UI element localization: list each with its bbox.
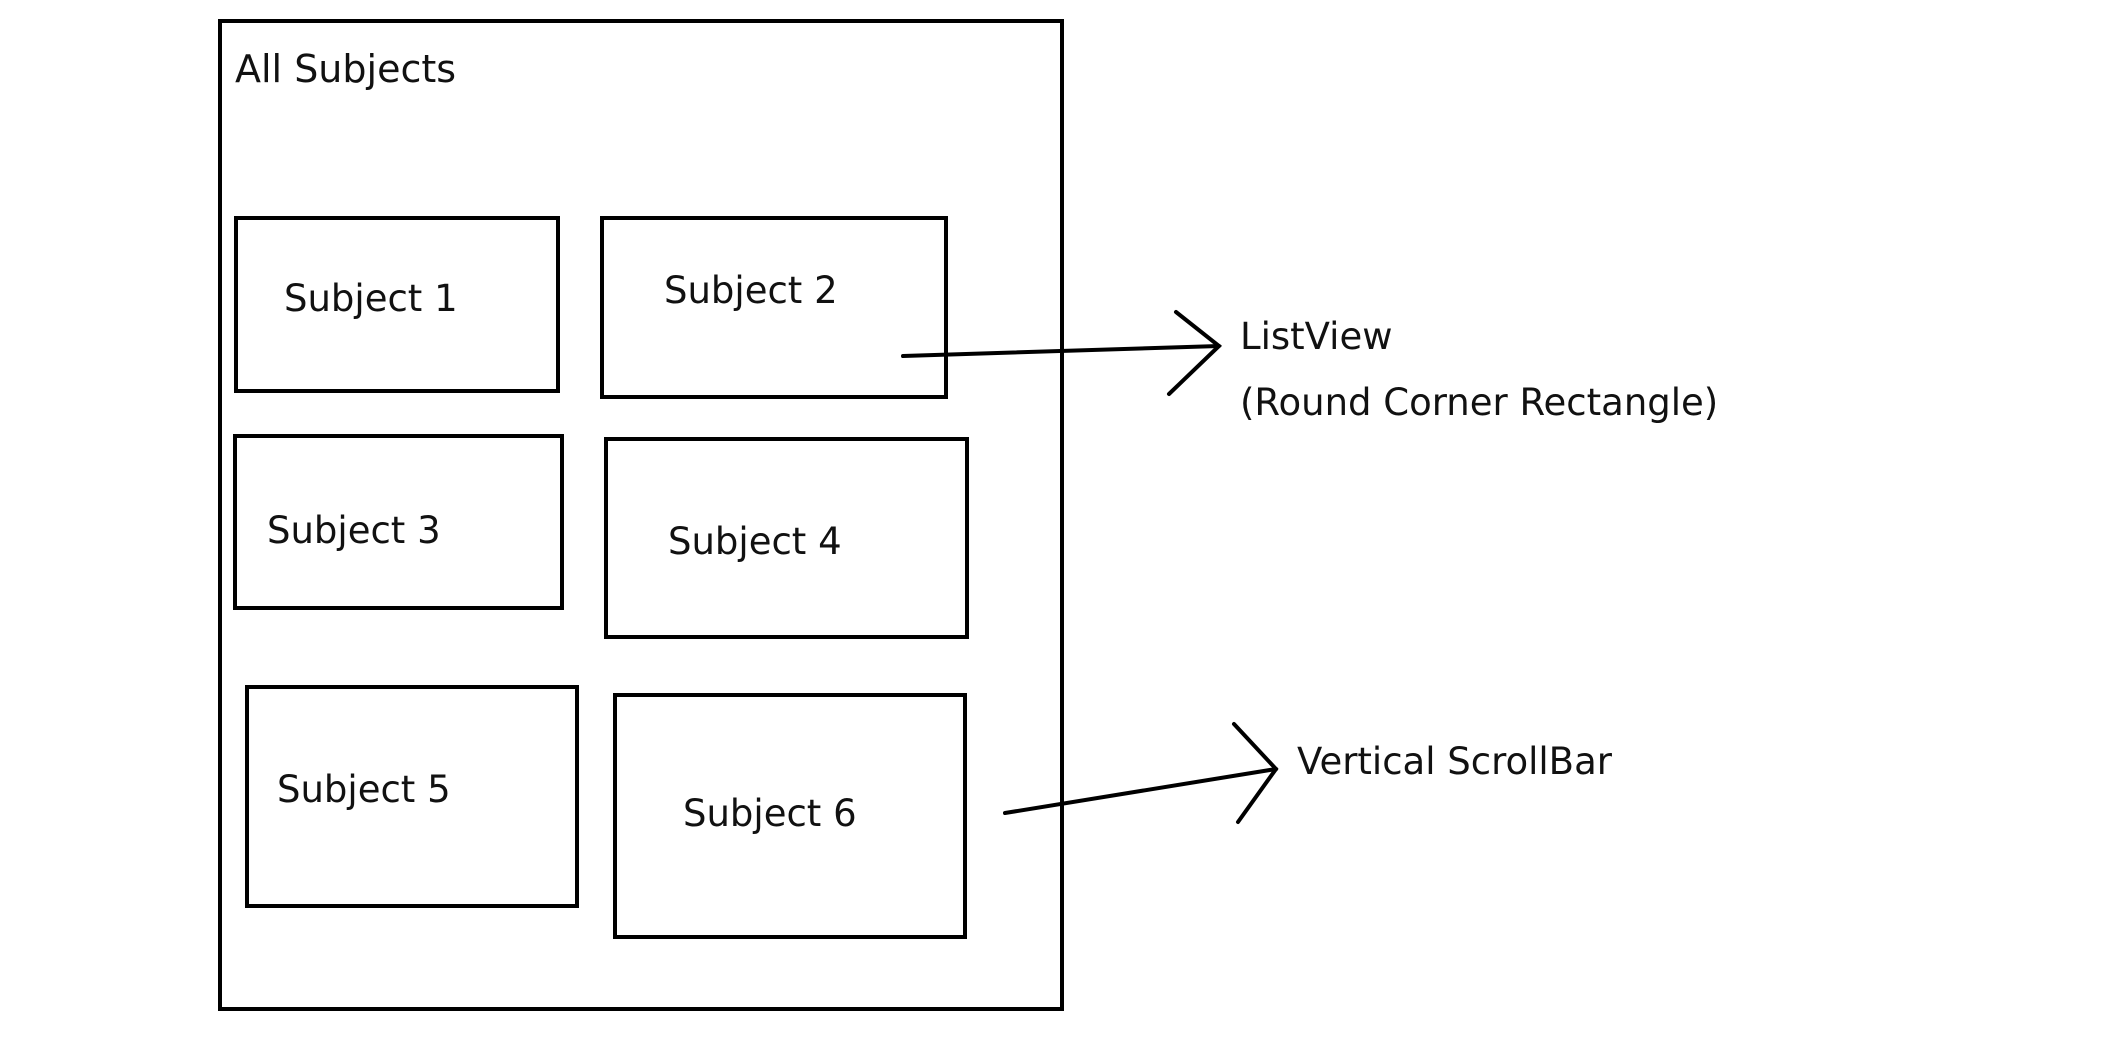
subject-card-3[interactable]: Subject 3 <box>233 434 564 610</box>
scrollbar-label: Vertical ScrollBar <box>1297 740 1612 783</box>
listview-sublabel: (Round Corner Rectangle) <box>1240 381 1719 424</box>
subject-card-label: Subject 5 <box>277 768 451 811</box>
scrollbar-arrow <box>1003 722 1279 824</box>
listview-label: ListView <box>1240 315 1393 358</box>
subject-card-2[interactable]: Subject 2 <box>600 216 948 399</box>
panel-title: All Subjects <box>235 47 457 91</box>
subject-card-5[interactable]: Subject 5 <box>245 685 579 908</box>
subject-card-label: Subject 2 <box>664 269 838 312</box>
subject-card-label: Subject 6 <box>683 792 857 835</box>
subject-card-6[interactable]: Subject 6 <box>613 693 967 939</box>
subject-card-label: Subject 3 <box>267 509 441 552</box>
all-subjects-panel <box>218 19 1064 1011</box>
subject-card-4[interactable]: Subject 4 <box>604 437 969 639</box>
subject-card-1[interactable]: Subject 1 <box>234 216 560 393</box>
subject-card-label: Subject 1 <box>284 277 458 320</box>
subject-card-label: Subject 4 <box>668 520 842 563</box>
listview-arrow <box>901 310 1223 396</box>
